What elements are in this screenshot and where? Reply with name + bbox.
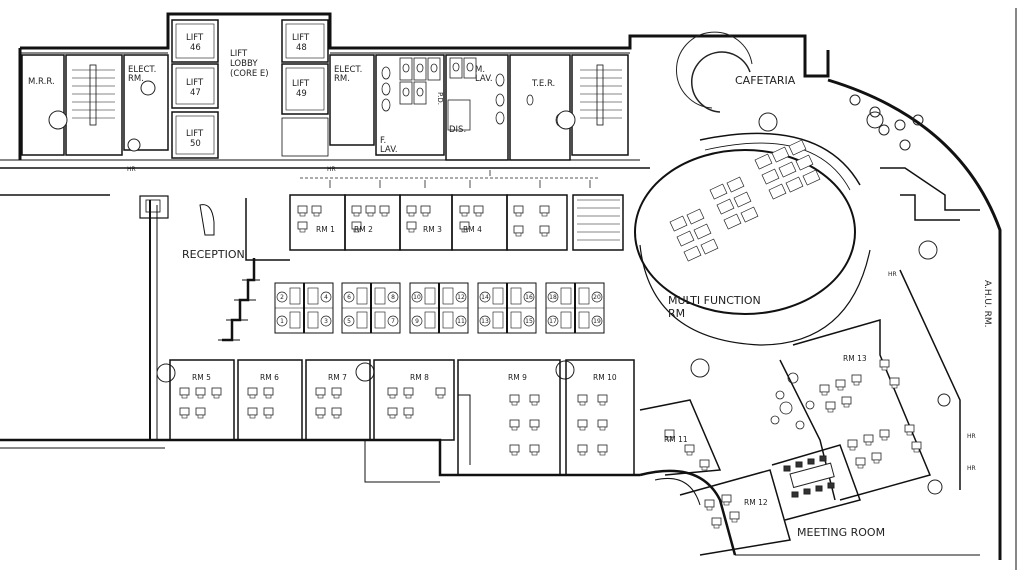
cluster-number: 4 bbox=[324, 294, 328, 301]
multi-function-room bbox=[634, 132, 871, 346]
hr-label: HR bbox=[967, 465, 976, 472]
cafetaria-furniture bbox=[676, 31, 924, 151]
bottom-room-desks bbox=[179, 387, 608, 456]
cluster-number: 10 bbox=[413, 294, 421, 301]
cluster-number: 11 bbox=[457, 318, 465, 325]
mrr-label: M.R.R. bbox=[28, 77, 55, 87]
ter-label: T.E.R. bbox=[531, 79, 555, 89]
bottom-room-row bbox=[169, 359, 635, 476]
area-labels: CAFETARIA RECEPTION MULTI FUNCTION RM ME… bbox=[182, 74, 992, 539]
f-lav-label: F. bbox=[380, 136, 386, 146]
lift-48-label: LIFT bbox=[292, 33, 310, 43]
hr-label: HR bbox=[127, 166, 136, 173]
f-lav-label: LAV. bbox=[380, 145, 398, 155]
meeting-table bbox=[783, 455, 835, 498]
top-room-row bbox=[245, 194, 624, 261]
elect-rm-left-label: ELECT. bbox=[128, 65, 156, 75]
cluster-numbers: 2 4 6 8 10 12 14 16 18 20 1 3 5 7 9 11 1… bbox=[280, 294, 601, 325]
cluster-number: 7 bbox=[391, 318, 395, 325]
right-wing-rooms bbox=[639, 167, 980, 556]
cluster-number: 12 bbox=[457, 294, 465, 301]
duct-line bbox=[300, 170, 600, 188]
lift-47-label: 47 bbox=[190, 88, 201, 98]
elect-rm-left-label: RM. bbox=[128, 74, 144, 84]
cluster-number: 9 bbox=[415, 318, 419, 325]
room-label: RM 12 bbox=[744, 498, 768, 507]
elect-rm-right-label: RM. bbox=[334, 74, 350, 84]
lift-50-label: 50 bbox=[190, 139, 201, 149]
room-label: RM 13 bbox=[843, 354, 867, 363]
cluster-number: 18 bbox=[549, 294, 557, 301]
cluster-number: 19 bbox=[593, 318, 601, 325]
lift-47-label: LIFT bbox=[186, 78, 204, 88]
multi-function-label: MULTI FUNCTION bbox=[668, 294, 761, 307]
ahu-rm-label: A.H.U. RM. bbox=[982, 280, 992, 328]
lift-50-label: LIFT bbox=[186, 129, 204, 139]
m-lav-label: LAV. bbox=[475, 74, 493, 84]
workstation-clusters bbox=[274, 282, 605, 334]
cluster-number-circles bbox=[276, 291, 603, 327]
cafetaria-label: CAFETARIA bbox=[735, 74, 796, 87]
cluster-number: 6 bbox=[347, 294, 351, 301]
office-labels: RM 1 RM 2 RM 3 RM 4 RM 5 RM 6 RM 7 RM 8 … bbox=[192, 225, 867, 507]
cluster-number: 13 bbox=[481, 318, 489, 325]
room-label: RM 4 bbox=[463, 225, 482, 234]
m-lav-label: M. bbox=[475, 65, 485, 75]
room-label: RM 11 bbox=[664, 435, 688, 444]
hr-label: HR bbox=[888, 271, 897, 278]
room-label: RM 3 bbox=[423, 225, 442, 234]
multi-function-desks bbox=[669, 139, 821, 262]
dis-label: DIS. bbox=[449, 125, 466, 135]
room-label: RM 5 bbox=[192, 373, 211, 382]
cluster-number: 16 bbox=[525, 294, 533, 301]
cluster-number: 5 bbox=[347, 318, 351, 325]
toilet-fixtures bbox=[381, 57, 565, 131]
hr-label: HR bbox=[967, 433, 976, 440]
cluster-number: 17 bbox=[549, 318, 557, 325]
meeting-room-label: MEETING ROOM bbox=[797, 526, 885, 539]
lift-lobby-label: LOBBY bbox=[230, 59, 258, 69]
hr-label: HR bbox=[327, 166, 336, 173]
cluster-number: 8 bbox=[391, 294, 395, 301]
lift-49-label: 49 bbox=[296, 89, 307, 99]
cluster-number: 20 bbox=[593, 294, 601, 301]
lift-lobby-label: (CORE E) bbox=[230, 69, 269, 79]
cluster-number: 1 bbox=[280, 318, 284, 325]
cluster-number: 14 bbox=[481, 294, 489, 301]
lift-lobby-label: LIFT bbox=[230, 49, 248, 59]
room-label: RM 7 bbox=[328, 373, 347, 382]
lift-46-label: 46 bbox=[190, 43, 201, 53]
lounge-circles bbox=[770, 372, 815, 430]
pd-label: P.D. bbox=[436, 92, 444, 105]
reception-label: RECEPTION bbox=[182, 248, 245, 261]
room-label: RM 2 bbox=[354, 225, 373, 234]
columns bbox=[48, 80, 951, 495]
room-label: RM 1 bbox=[316, 225, 335, 234]
elect-rm-right-label: ELECT. bbox=[334, 65, 362, 75]
lift-49-label: LIFT bbox=[292, 79, 310, 89]
cluster-number: 15 bbox=[525, 318, 533, 325]
core-rooms bbox=[21, 19, 629, 161]
lift-46-label: LIFT bbox=[186, 33, 204, 43]
room-label: RM 6 bbox=[260, 373, 279, 382]
reception-area bbox=[139, 195, 260, 342]
cluster-number: 2 bbox=[280, 294, 284, 301]
room-labels: M.R.R. ELECT. RM. LIFT 46 LIFT 47 LIFT 5… bbox=[28, 33, 976, 472]
multi-function-label: RM bbox=[668, 307, 685, 320]
lift-48-label: 48 bbox=[296, 43, 307, 53]
room-label: RM 8 bbox=[410, 373, 429, 382]
cluster-number: 3 bbox=[324, 318, 328, 325]
room-label: RM 9 bbox=[508, 373, 527, 382]
room-label: RM 10 bbox=[593, 373, 617, 382]
